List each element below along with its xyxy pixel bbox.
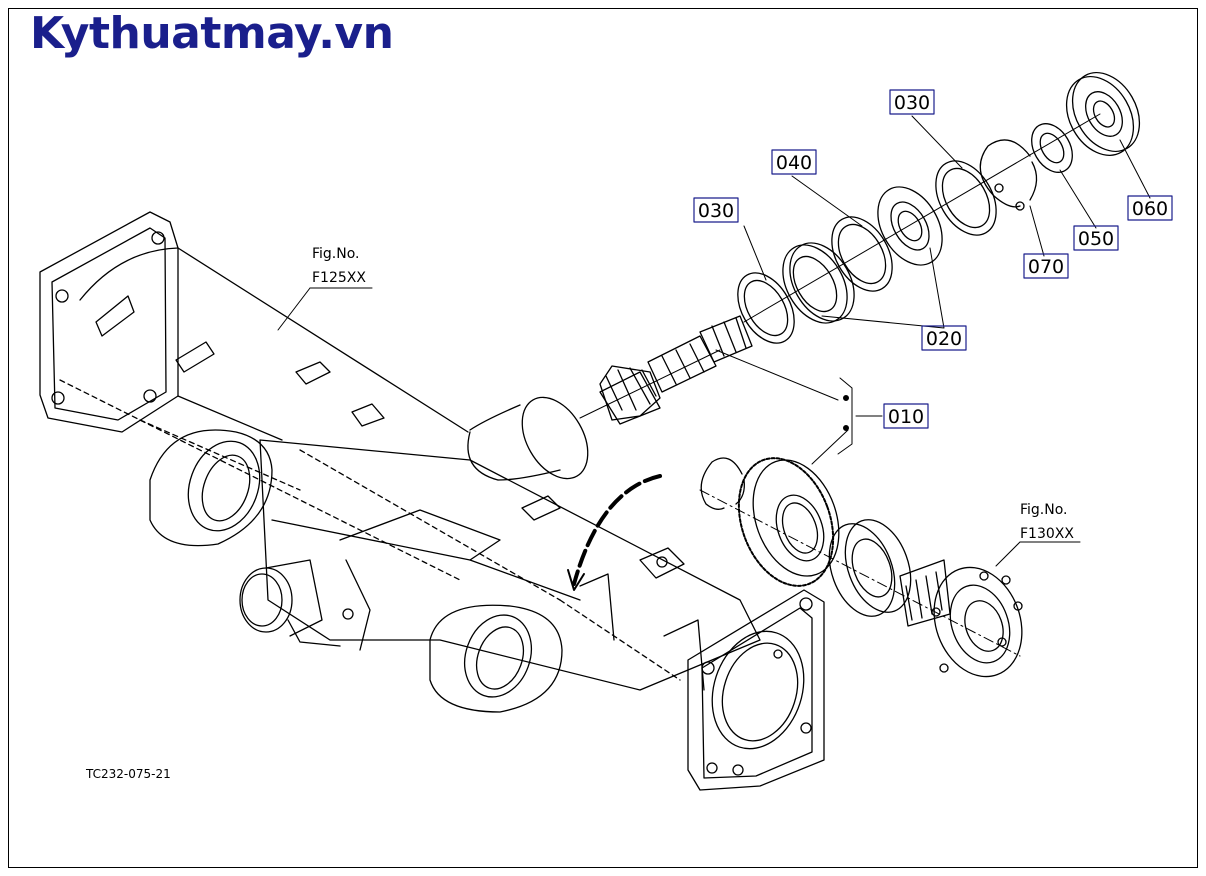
part-label-060[interactable]: 060 (1127, 195, 1173, 221)
bearing-020-right (877, 186, 943, 266)
part-label-040[interactable]: 040 (771, 149, 817, 175)
svg-text:060: 060 (1132, 198, 1168, 220)
svg-text:020: 020 (926, 328, 962, 350)
svg-text:030: 030 (894, 92, 930, 114)
bearing-collar-030-left (737, 272, 795, 344)
part-label-030-lower[interactable]: 030 (693, 197, 739, 223)
snap-ring-lower (700, 457, 745, 510)
part-label-070[interactable]: 070 (1023, 253, 1069, 279)
nut-050 (1031, 123, 1073, 173)
part-label-010[interactable]: 010 (883, 403, 929, 429)
svg-text:010: 010 (888, 406, 924, 428)
leader-lines (277, 115, 1151, 567)
fig-ref-f125xx[interactable]: Fig.No. F125XX (312, 246, 366, 286)
axle-housing (39, 211, 825, 791)
drawing-frame (8, 8, 1198, 868)
svg-text:070: 070 (1028, 256, 1064, 278)
svg-text:050: 050 (1078, 228, 1114, 250)
svg-text:Fig.No.: Fig.No. (312, 246, 360, 262)
output-flange-hub (899, 559, 1023, 678)
svg-text:Fig.No.: Fig.No. (1020, 502, 1068, 518)
oil-seal-060 (1065, 72, 1141, 156)
svg-text:040: 040 (776, 152, 812, 174)
svg-text:030: 030 (698, 200, 734, 222)
part-label-030-upper[interactable]: 030 (889, 89, 935, 115)
part-label-050[interactable]: 050 (1073, 225, 1119, 251)
collar-030-right (935, 160, 997, 236)
snap-ring-070 (979, 139, 1038, 211)
bevel-ring-gear (737, 457, 840, 587)
pinion-shaft (599, 315, 839, 425)
svg-text:F125XX: F125XX (312, 270, 366, 286)
fig-ref-f130xx[interactable]: Fig.No. F130XX (1020, 502, 1074, 542)
svg-text:F130XX: F130XX (1020, 526, 1074, 542)
collar-040 (831, 216, 893, 292)
drawing-code: TC232-075-21 (85, 767, 171, 781)
brand-logo: Kythuatmay.vn (30, 8, 394, 59)
bearing-lower (828, 519, 912, 617)
part-label-020[interactable]: 020 (921, 325, 967, 351)
